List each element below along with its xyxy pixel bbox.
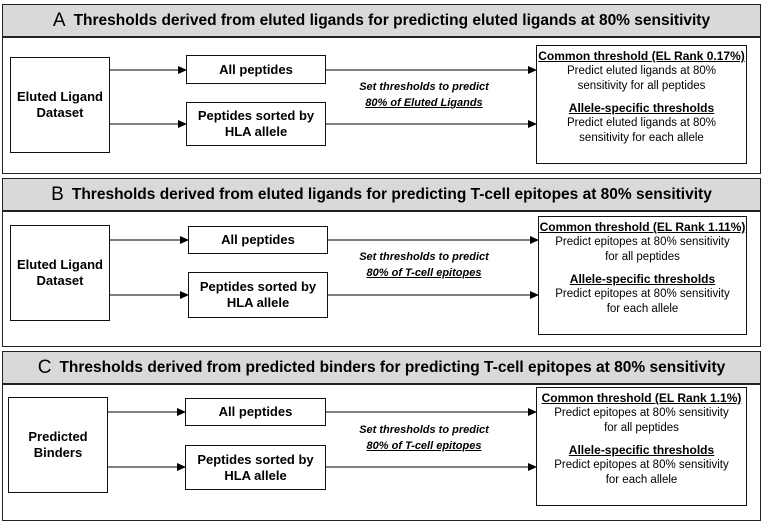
- panel-c-all-peptides-box: All peptides: [185, 398, 326, 426]
- panel-a-sorted-label: Peptides sorted by HLA allele: [197, 108, 315, 139]
- panel-c-middle-note: Set thresholds to predict 80% of T-cell …: [344, 422, 504, 454]
- panel-a-middle-line1: Set thresholds to predict: [359, 81, 489, 93]
- panel-c-header: C Thresholds derived from predicted bind…: [2, 351, 761, 384]
- panel-a-source-box: Eluted Ligand Dataset: [10, 57, 110, 153]
- panel-c-source-label: Predicted Binders: [28, 429, 88, 460]
- panel-b-middle-line2: 80% of T-cell epitopes: [366, 267, 482, 279]
- panel-a-source-label: Eluted Ligand Dataset: [17, 89, 103, 120]
- panel-b-middle-note: Set thresholds to predict 80% of T-cell …: [344, 249, 504, 281]
- panel-c-middle-line1: Set thresholds to predict: [359, 424, 489, 436]
- panel-b-middle-line1: Set thresholds to predict: [359, 251, 489, 263]
- panel-c-letter: C: [37, 356, 52, 378]
- panel-b-source-box: Eluted Ligand Dataset: [10, 225, 110, 321]
- panel-c-sorted-box: Peptides sorted by HLA allele: [185, 445, 326, 490]
- panel-b-allele-heading: Allele-specific thresholds: [569, 272, 716, 286]
- panel-c-title: Thresholds derived from predicted binder…: [59, 358, 726, 376]
- panel-b-common-heading: Common threshold (EL Rank 1.11%): [539, 220, 746, 234]
- panel-a-sorted-box: Peptides sorted by HLA allele: [186, 102, 326, 146]
- panel-c-source-box: Predicted Binders: [8, 397, 108, 493]
- panel-a-title: Thresholds derived from eluted ligands f…: [73, 11, 711, 29]
- panel-a-common-text: Predict eluted ligands at 80% sensitivit…: [567, 65, 716, 92]
- panel-a-middle-line2: 80% of Eluted Ligands: [365, 97, 483, 109]
- panel-c-allele-heading: Allele-specific thresholds: [568, 443, 715, 457]
- panel-b-header: B Thresholds derived from eluted ligands…: [2, 178, 761, 211]
- panel-a-common-heading: Common threshold (EL Rank 0.17%): [538, 49, 745, 63]
- panel-c-sorted-label: Peptides sorted by HLA allele: [197, 451, 314, 483]
- panel-b-sorted-label: Peptides sorted by HLA allele: [199, 279, 317, 310]
- panel-c-allele-text: Predict epitopes at 80% sensitivity for …: [554, 459, 729, 486]
- panel-c-all-peptides-label: All peptides: [218, 404, 293, 419]
- panel-b-all-peptides-box: All peptides: [188, 226, 328, 254]
- panel-b-common-text: Predict epitopes at 80% sensitivity for …: [555, 236, 730, 263]
- panel-c-common-text: Predict epitopes at 80% sensitivity for …: [554, 407, 729, 434]
- panel-a-header: A Thresholds derived from eluted ligands…: [2, 4, 761, 37]
- panel-b-title: Thresholds derived from eluted ligands f…: [71, 185, 712, 203]
- panel-a-middle-note: Set thresholds to predict 80% of Eluted …: [344, 79, 504, 111]
- panel-c-result-box: Common threshold (EL Rank 1.1%) Predict …: [536, 387, 747, 506]
- panel-b-all-peptides-label: All peptides: [221, 232, 295, 247]
- panel-b-source-label: Eluted Ligand Dataset: [17, 257, 103, 288]
- panel-c-middle-line2: 80% of T-cell epitopes: [366, 440, 482, 452]
- panel-a-result-box: Common threshold (EL Rank 0.17%) Predict…: [536, 45, 747, 164]
- panel-b-allele-text: Predict epitopes at 80% sensitivity for …: [555, 288, 730, 315]
- panel-b-result-box: Common threshold (EL Rank 1.11%) Predict…: [538, 216, 747, 335]
- panel-a-letter: A: [52, 9, 66, 31]
- panel-b-sorted-box: Peptides sorted by HLA allele: [188, 272, 328, 318]
- panel-a-all-peptides-box: All peptides: [186, 55, 326, 84]
- panel-a-all-peptides-label: All peptides: [219, 61, 293, 77]
- panel-c-common-heading: Common threshold (EL Rank 1.1%): [541, 391, 742, 405]
- panel-a-allele-heading: Allele-specific thresholds: [568, 101, 715, 115]
- panel-a-allele-text: Predict eluted ligands at 80% sensitivit…: [567, 117, 716, 144]
- panel-b-letter: B: [51, 183, 64, 205]
